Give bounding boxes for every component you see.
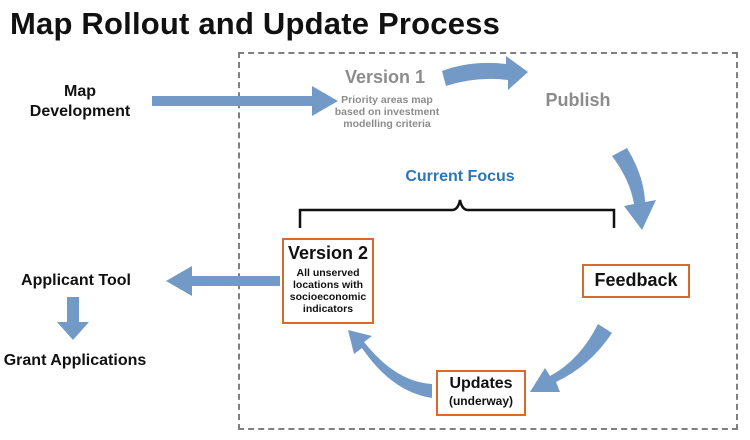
applicant-tool-label: Applicant Tool	[21, 272, 131, 289]
process-frame	[238, 52, 738, 430]
updates-title: Updates	[449, 375, 513, 392]
arrow-applicant-to-grant	[57, 297, 89, 340]
arrow-version1-to-publish	[442, 56, 528, 90]
publish-label: Publish	[545, 90, 611, 110]
page-title: Map Rollout and Update Process	[10, 6, 501, 41]
version1-title: Version 1	[344, 67, 426, 87]
arrow-development-to-version1	[152, 86, 338, 116]
version2-description: All unserved locations with socioeconomi…	[289, 267, 367, 315]
version2-title: Version 2	[287, 243, 369, 263]
arrow-updates-to-version2	[348, 330, 432, 398]
map-development-label: Map Development	[29, 83, 131, 120]
updates-subtitle: (underway)	[448, 394, 513, 408]
grant-applications-label: Grant Applications	[3, 352, 147, 369]
arrow-publish-to-feedback	[612, 148, 656, 230]
arrow-feedback-to-updates	[530, 324, 612, 392]
version2-box: Version 2 All unserved locations with so…	[282, 238, 374, 324]
current-focus-bracket	[298, 199, 616, 228]
version1-description: Priority areas map based on investment m…	[334, 94, 440, 130]
current-focus-label: Current Focus	[405, 168, 515, 185]
updates-box: Updates (underway)	[436, 370, 526, 416]
feedback-box: Feedback	[582, 264, 690, 298]
arrow-version2-to-applicant-tool	[166, 266, 280, 296]
